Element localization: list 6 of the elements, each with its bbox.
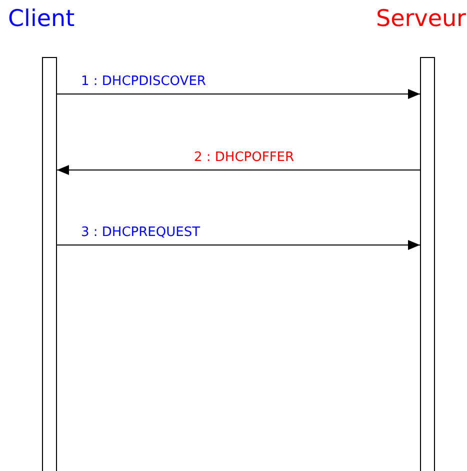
- message-arrow: [56, 89, 420, 99]
- participant-label: Client: [8, 5, 75, 34]
- message-label: 3 : DHCPREQUEST: [80, 225, 202, 241]
- participant-label: Serveur: [376, 5, 466, 34]
- message-arrow: [56, 240, 420, 250]
- message-arrow: [56, 165, 420, 175]
